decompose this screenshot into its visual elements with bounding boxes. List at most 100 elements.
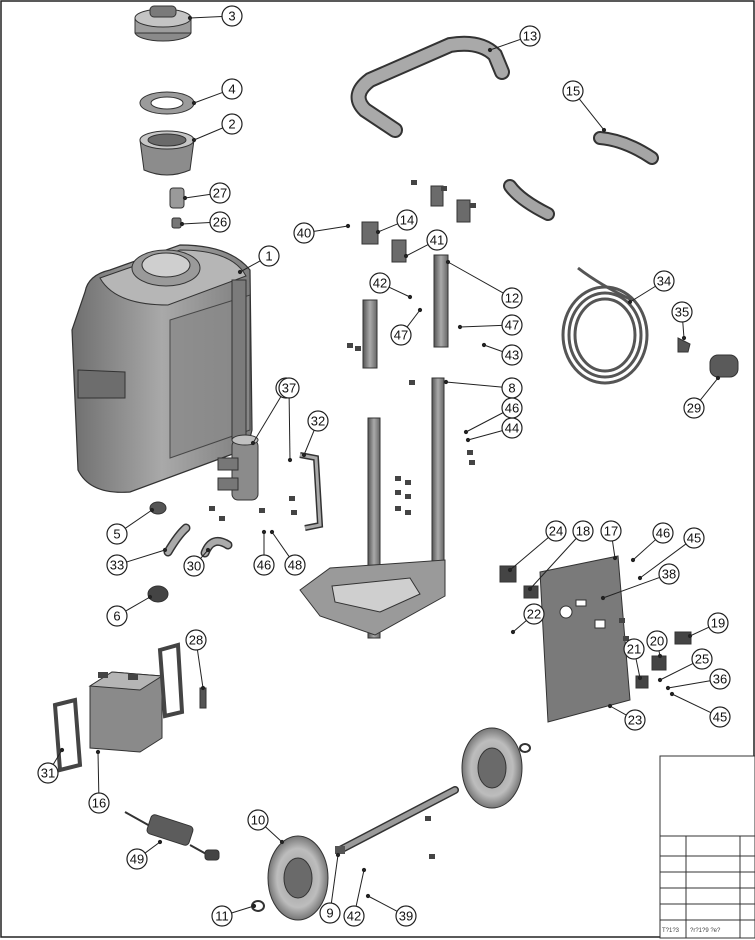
- callout-number: 32: [311, 414, 325, 429]
- callout-bubble: [501, 287, 523, 309]
- leader-arrow-tip: [149, 507, 155, 513]
- leader-arrow-tip: [527, 586, 533, 592]
- callout-13: 13: [519, 25, 541, 47]
- screw: [259, 508, 265, 513]
- leader-arrow-tip: [463, 429, 469, 435]
- screw: [347, 343, 353, 348]
- callout-bubble: [562, 80, 584, 102]
- leader-arrow-tip: [191, 137, 197, 143]
- callout-number: 45: [687, 531, 701, 546]
- leader-arrow-tip: [147, 594, 153, 600]
- leader-line: [671, 693, 712, 714]
- callout-number: 10: [251, 813, 265, 828]
- leader-line: [125, 596, 151, 612]
- callout-27: 27: [209, 182, 231, 204]
- title-block-label-1: T?1?3: [662, 928, 680, 934]
- leader-line: [124, 509, 153, 529]
- leader-line: [465, 412, 504, 433]
- part-fitting-27: [169, 187, 185, 209]
- part-battery: [88, 671, 164, 753]
- callout-bubble: [658, 563, 680, 585]
- leader-arrow-tip: [403, 253, 409, 259]
- callout-bubble: [709, 668, 731, 690]
- callout-number: 37: [282, 381, 296, 396]
- part-control-panel: [539, 555, 631, 723]
- callout-bubble: [284, 554, 306, 576]
- callout-bubble: [396, 209, 418, 231]
- leader-line: [196, 649, 204, 689]
- callout-number: 49: [130, 852, 144, 867]
- leader-arrow-tip: [417, 307, 423, 313]
- callout-number: 42: [347, 909, 361, 924]
- leader-line: [271, 531, 290, 558]
- callout-16: 16: [88, 792, 110, 814]
- callout-number: 30: [187, 559, 201, 574]
- callout-15: 15: [562, 80, 584, 102]
- part-wheel-left: [267, 835, 329, 921]
- callout-number: 45: [713, 710, 727, 725]
- leader-arrow-tip: [465, 437, 471, 443]
- callout-bubble: [37, 762, 59, 784]
- callout-22: 22: [523, 603, 545, 625]
- callout-bubble: [646, 630, 668, 652]
- callout-bubble: [209, 211, 231, 233]
- leader-arrow-tip: [269, 529, 275, 535]
- callout-bubble: [221, 113, 243, 135]
- callout-number: 12: [505, 291, 519, 306]
- leader-line: [467, 430, 503, 441]
- leader-arrow-tip: [445, 259, 451, 265]
- callout-bubble: [652, 522, 674, 544]
- screw: [409, 380, 415, 385]
- part-bracket-14: [361, 221, 379, 245]
- part-5: [149, 501, 167, 515]
- leader-line: [445, 381, 503, 388]
- callout-bubble: [671, 301, 693, 323]
- callout-bubble: [683, 397, 705, 419]
- callout-number: 40: [297, 226, 311, 241]
- callout-number: 3: [228, 9, 235, 24]
- callout-number: 31: [41, 766, 55, 781]
- callout-20: 20: [646, 630, 668, 652]
- leader-line: [405, 244, 429, 257]
- leader-line: [406, 309, 421, 328]
- callout-number: 21: [627, 642, 641, 657]
- screw: [405, 510, 411, 515]
- callout-bubble: [691, 648, 713, 670]
- callout-10: 10: [247, 809, 269, 831]
- leader-line: [144, 841, 161, 854]
- callout-43: 43: [501, 344, 523, 366]
- callout-bubble: [343, 905, 365, 927]
- callout-bubble: [545, 520, 567, 542]
- leader-line: [184, 193, 211, 199]
- callout-number: 23: [628, 713, 642, 728]
- callout-number: 42: [373, 276, 387, 291]
- callout-number: 11: [215, 909, 229, 924]
- leader-arrow-tip: [601, 127, 607, 133]
- callout-number: 25: [695, 652, 709, 667]
- leader-arrow-tip: [279, 839, 285, 845]
- callout-bubble: [624, 709, 646, 731]
- callout-number: 46: [257, 558, 271, 573]
- callout-number: 39: [399, 909, 413, 924]
- callout-38: 38: [658, 563, 680, 585]
- callout-number: 19: [711, 616, 725, 631]
- part-6: [147, 585, 169, 603]
- screw: [219, 516, 225, 521]
- callout-45: 45: [709, 706, 731, 728]
- leader-line: [265, 826, 283, 843]
- part-strainer: [139, 130, 195, 176]
- leader-arrow-tip: [237, 269, 243, 275]
- callout-number: 9: [326, 906, 333, 921]
- callout-bubble: [253, 554, 275, 576]
- callout-number: 43: [505, 348, 519, 363]
- callout-bubble: [519, 25, 541, 47]
- callout-number: 6: [113, 609, 120, 624]
- leader-arrow-tip: [179, 221, 185, 227]
- screw: [429, 854, 435, 859]
- leader-arrow-tip: [637, 575, 643, 581]
- leader-arrow-tip: [345, 223, 351, 229]
- callout-bubble: [390, 324, 412, 346]
- leader-arrow-tip: [637, 675, 643, 681]
- callout-number: 38: [662, 567, 676, 582]
